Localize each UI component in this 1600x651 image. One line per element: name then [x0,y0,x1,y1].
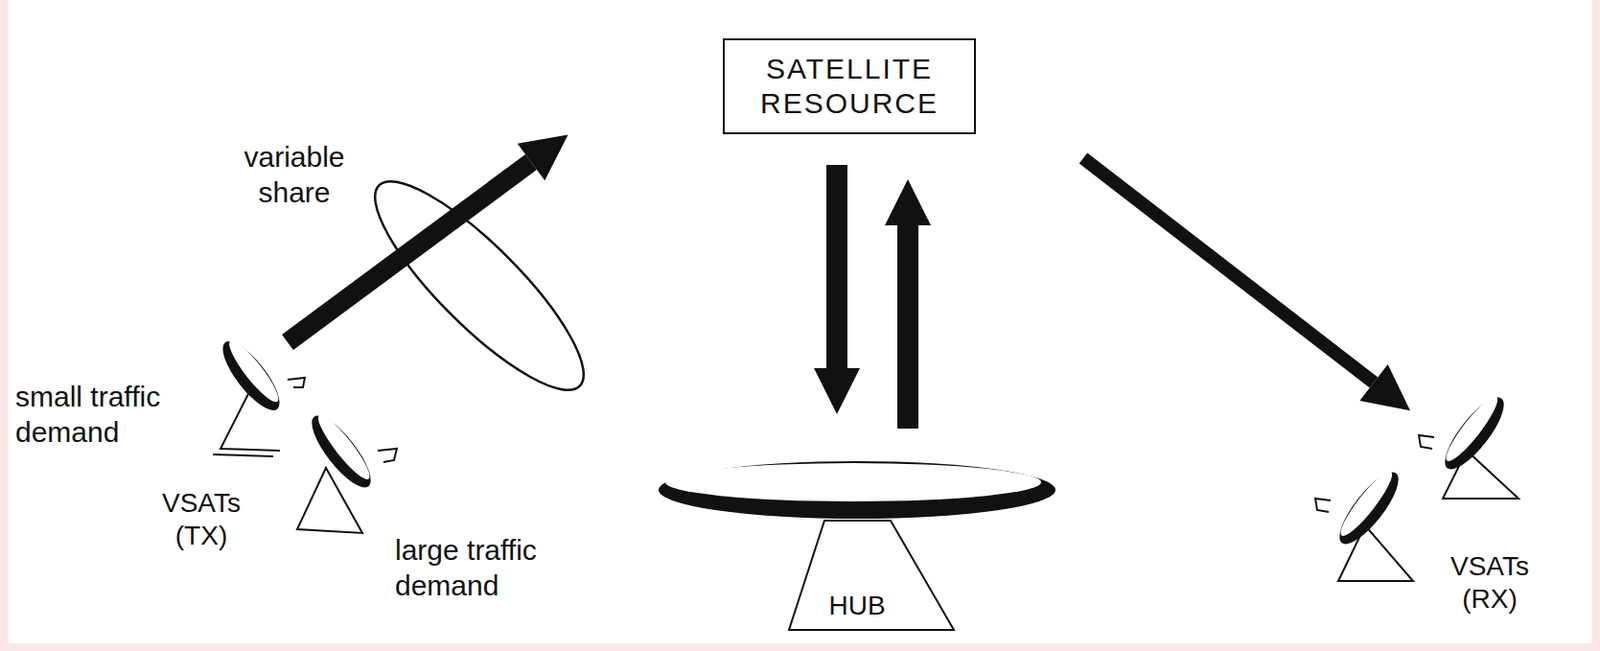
resource-box: SATELLITE RESOURCE [722,38,976,135]
link-arrow [826,164,848,369]
vsat-dish [1315,464,1414,581]
vsat-dish [297,408,397,534]
terminal-group-label: VSATs (TX) [134,486,269,553]
hub-label: HUB [655,590,1059,622]
downlink-arrow [1083,158,1374,383]
demand-note: small traffic demand [15,379,217,450]
box-title: SATELLITE RESOURCE [743,51,955,121]
terminal-group-label: VSATs (RX) [1432,550,1548,616]
hub-dish [658,461,1056,519]
share-note: variable share [212,139,376,210]
hub-station: HUB [655,458,1059,633]
hub-dish-face [665,463,1042,502]
vsat-dish [1418,390,1519,499]
demand-note: large traffic demand [394,533,597,603]
vsat-dish [212,333,305,457]
link-arrow [897,225,919,429]
